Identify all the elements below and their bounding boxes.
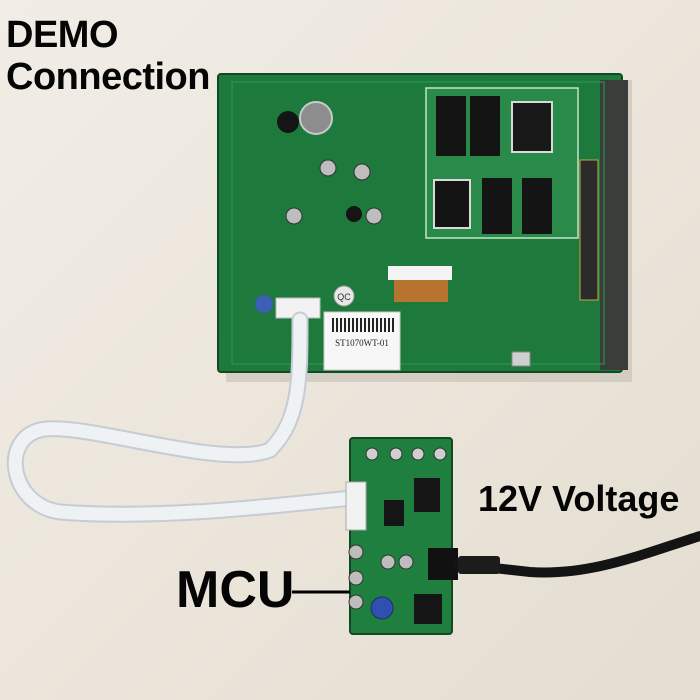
memory-chip-2 (470, 96, 500, 156)
barcode (330, 318, 394, 332)
qc-badge-text: QC (337, 292, 351, 302)
mcu-label: MCU (176, 561, 295, 619)
mcu-cap-5 (398, 554, 414, 570)
display-frame-edge (600, 80, 628, 370)
mcu-cap-2 (348, 570, 364, 586)
ribbon-cable (8, 313, 359, 521)
capacitor-3 (285, 207, 303, 225)
mcu-board (345, 437, 458, 635)
mcu-button-3 (411, 447, 425, 461)
controller-chip (511, 101, 553, 153)
buzzer (277, 111, 299, 133)
capacitor-1 (319, 159, 337, 177)
usb-port (511, 351, 531, 367)
mcu-regulator (414, 594, 442, 624)
display-board: QC ST1070WT-01 (217, 73, 628, 373)
mcu-button-2 (389, 447, 403, 461)
serial-sticker-text: ST1070WT-01 (335, 338, 389, 348)
power-plug (458, 556, 500, 574)
coin-battery (299, 101, 333, 135)
inductor (346, 206, 362, 222)
mcu-chip-small (384, 500, 404, 526)
memory-chip-1 (436, 96, 466, 156)
title-line-2: Connection (6, 56, 210, 98)
capacitor-2 (353, 163, 371, 181)
mcu-button-4 (433, 447, 447, 461)
memory-chip-5 (522, 178, 552, 234)
mcu-button-1 (365, 447, 379, 461)
power-cable (453, 531, 700, 578)
demo-connection-title: DEMO Connection (6, 14, 210, 98)
mcu-cap-3 (348, 594, 364, 610)
title-line-1: DEMO (6, 14, 118, 56)
fpc-ribbon (394, 280, 448, 302)
mcu-cap-4 (380, 554, 396, 570)
display-board-trace-outline (231, 81, 605, 365)
qc-badge (333, 285, 355, 307)
mcu-potentiometer (370, 596, 394, 620)
mcu-cap-1 (348, 544, 364, 560)
capacitor-4 (365, 207, 383, 225)
mcu-chip (414, 478, 440, 512)
voltage-label: 12V Voltage (478, 478, 680, 519)
memory-chip-4 (482, 178, 512, 234)
memory-chip-3 (433, 179, 471, 229)
blue-capacitor (255, 295, 273, 313)
mcu-ribbon-connector (345, 481, 367, 531)
fpc-connector (388, 266, 452, 280)
pin-header (579, 159, 599, 301)
